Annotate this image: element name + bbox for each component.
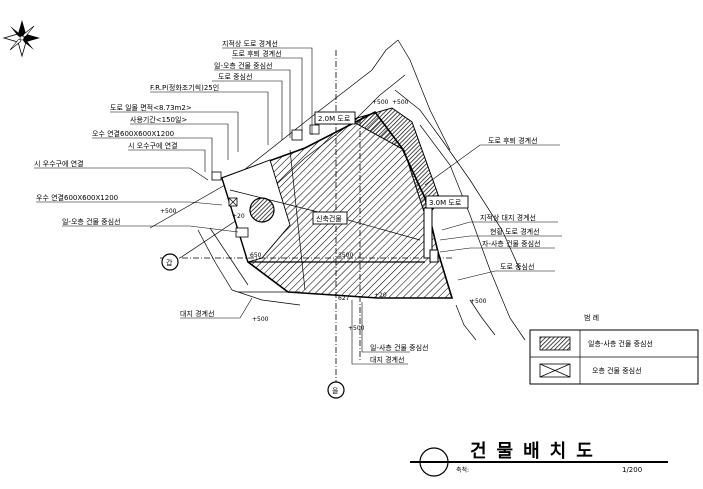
- north-arrow-icon: [2, 20, 40, 58]
- scale-value: 1/200: [622, 466, 642, 474]
- elev-6: +500: [392, 99, 409, 106]
- label-bldg-center-left: 일-오층 건물 중심선: [62, 217, 121, 226]
- label-storm-inlet: 우수 연결600X600X1200: [36, 193, 118, 202]
- dim-left: 650: [250, 252, 262, 259]
- label-city-sewer-conn: 시 오수구에 연결: [128, 141, 178, 150]
- dim-mid: 3500: [338, 252, 353, 259]
- label-city-storm-conn: 시 우수구에 연결: [34, 159, 84, 168]
- legend: 범 례 일층-사층 건물 중심선 오층 건물 중심선: [529, 313, 699, 385]
- axis-marker-bottom-text: 을: [332, 387, 339, 395]
- drawing-title: 건물배치도: [470, 441, 603, 462]
- axis-marker-left-text: 갑: [166, 259, 173, 267]
- elev-7: +20: [232, 213, 245, 220]
- elev-3: +500: [252, 316, 269, 323]
- scale-label: 축척:: [456, 466, 469, 474]
- label-site-bound-official: 지적상 대지 경계선: [480, 213, 536, 222]
- label-site-boundary-left: 대지 경계선: [180, 309, 214, 318]
- label-road-center-top: 도로 중심선: [218, 72, 252, 81]
- dim-a: 627: [338, 295, 350, 302]
- label-sewer-inlet: 오수 연결600X600X1200: [92, 129, 174, 138]
- title-block: 건물배치도 축척: 1/200: [410, 441, 668, 477]
- elev-5: +500: [348, 325, 365, 332]
- label-area-rear: 도로 일몰 면적<8.73m2>: [110, 103, 192, 112]
- label-road-center-right: 도로 중심선: [500, 262, 534, 271]
- label-road-rear-right: 도로 후퇴 경계선: [488, 136, 538, 145]
- legend-title: 범 례: [584, 313, 599, 322]
- elev-1: +500: [372, 99, 389, 106]
- label-road-rear-bound: 도로 후퇴 경계선: [232, 49, 282, 58]
- axis-marker-eul: 을: [327, 381, 345, 399]
- label-frp: F.R.P(정화조기씩)25인: [150, 83, 219, 92]
- new-building-label: 신축건물: [316, 214, 342, 223]
- road-3m-label: 3.0M 도로: [429, 199, 462, 207]
- label-road-bound-official: 지적상 도로 경계선: [222, 39, 278, 48]
- annotation-leaders: [34, 47, 562, 365]
- label-use-period: 사용기간<150일>: [130, 115, 187, 124]
- axis-marker-gap: 갑: [161, 253, 179, 271]
- legend-row1-label: 일층-사층 건물 중심선: [588, 339, 653, 348]
- label-current-road-bound: 현황 도로 경계선: [490, 227, 540, 236]
- site-building: [160, 50, 454, 390]
- elev-4: +500: [470, 298, 487, 305]
- label-bldg-center-12: 일-오층 건물 중심선: [214, 61, 273, 70]
- label-bldg-center-24: 자-사층 건물 중심선: [482, 239, 541, 248]
- label-site-boundary-bottom: 대지 경계선: [370, 355, 404, 364]
- road-2m-label: 2.0M 도로: [318, 115, 351, 123]
- label-bldg-center-bottom: 일-사층 건물 중심선: [370, 343, 429, 352]
- elev-8: +20: [374, 292, 387, 299]
- elev-2: +500: [160, 208, 177, 215]
- legend-row2-label: 오층 건물 중심선: [592, 366, 642, 375]
